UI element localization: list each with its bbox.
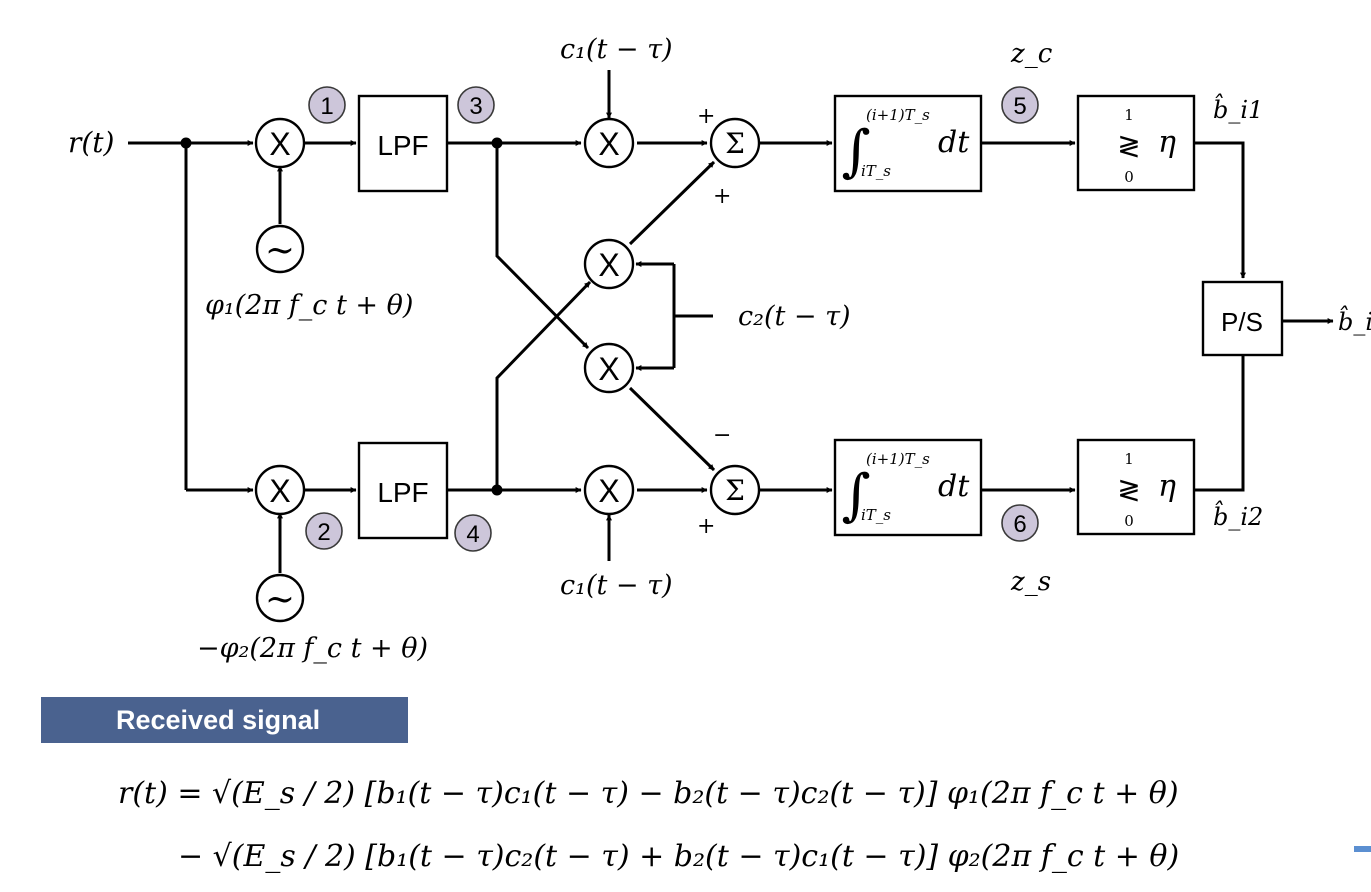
lpf-top: LPF: [357, 94, 449, 193]
svg-text:X: X: [598, 473, 619, 509]
decision-top: 1 ≷ 0 η: [1076, 94, 1196, 192]
svg-text:X: X: [598, 351, 619, 387]
badge-3: 3: [457, 86, 495, 124]
zs-label: z_s: [1010, 567, 1051, 597]
svg-text:X: X: [598, 247, 619, 283]
svg-text:1: 1: [1124, 106, 1134, 124]
code2-label: c₂(t − τ): [738, 301, 851, 332]
carrier-top-label: φ₁(2π f_c t + θ): [205, 290, 413, 321]
junction-dot: [491, 484, 503, 496]
sign-bottom-minus: −: [713, 423, 731, 448]
mixer-top: X: [254, 117, 306, 169]
mixer-bottom: X: [254, 464, 306, 516]
code1-top-label: c₁(t − τ): [560, 34, 673, 65]
svg-text:X: X: [269, 473, 290, 509]
code-mixer-bottom: X: [583, 464, 635, 516]
decision-bottom: 1 ≷ 0 η: [1076, 438, 1196, 536]
equation-line-1: r(t) = √(E_s / 2) [b₁(t − τ)c₁(t − τ) − …: [118, 776, 1179, 811]
svg-text:(i+1)T_s: (i+1)T_s: [866, 106, 930, 124]
svg-text:dt: dt: [938, 125, 970, 160]
svg-text:~: ~: [265, 579, 295, 620]
summer-top: Σ: [709, 117, 761, 169]
svg-text:X: X: [598, 126, 619, 162]
svg-text:1: 1: [320, 93, 333, 120]
svg-text:4: 4: [466, 521, 479, 548]
svg-text:3: 3: [469, 93, 482, 120]
sign-top-plus-1: +: [697, 104, 715, 129]
svg-text:~: ~: [265, 230, 295, 271]
input-label: r(t): [68, 126, 114, 159]
oscillator-top: ~: [255, 224, 305, 274]
svg-text:Σ: Σ: [725, 127, 745, 160]
badge-5: 5: [1001, 86, 1039, 124]
svg-text:η: η: [1158, 469, 1176, 504]
junction-dot: [491, 137, 503, 149]
carrier-bottom-label: −φ₂(2π f_c t + θ): [197, 633, 428, 664]
integrator-bottom: ∫ (i+1)T_s iT_s dt: [833, 438, 983, 537]
zc-label: z_c: [1010, 39, 1053, 69]
parallel-to-serial-block: P/S: [1201, 280, 1284, 357]
badge-2: 2: [305, 512, 343, 550]
code-mixer-top: X: [583, 117, 635, 169]
cross-mixer-lower: X: [583, 342, 635, 394]
code1-bottom-label: c₁(t − τ): [560, 570, 673, 601]
summer-bottom: Σ: [709, 464, 761, 516]
svg-text:∫: ∫: [841, 119, 870, 184]
oscillator-bottom: ~: [255, 573, 305, 623]
junction-dot: [180, 137, 192, 149]
svg-text:≷: ≷: [1117, 473, 1140, 506]
svg-text:≷: ≷: [1117, 129, 1140, 162]
svg-text:LPF: LPF: [377, 477, 428, 508]
integrator-top: ∫ (i+1)T_s iT_s dt: [833, 94, 983, 193]
badge-4: 4: [454, 514, 492, 552]
sign-bottom-plus: +: [697, 514, 715, 539]
svg-text:6: 6: [1013, 511, 1026, 538]
lpf-bottom: LPF: [357, 441, 449, 540]
badge-1: 1: [308, 86, 346, 124]
svg-text:∫: ∫: [841, 463, 870, 528]
cross-mixer-upper: X: [583, 238, 635, 290]
section-header: Received signal: [41, 697, 408, 743]
svg-text:dt: dt: [938, 469, 970, 504]
bhat-i-label: b̂_i: [1338, 305, 1371, 336]
svg-text:(i+1)T_s: (i+1)T_s: [866, 450, 930, 468]
svg-text:η: η: [1158, 125, 1176, 160]
wires: [128, 70, 1334, 573]
badge-6: 6: [1001, 504, 1039, 542]
corner-accent-mark: [1354, 846, 1371, 852]
svg-text:X: X: [269, 126, 290, 162]
svg-text:Σ: Σ: [725, 474, 745, 507]
svg-text:1: 1: [1124, 450, 1134, 468]
svg-text:5: 5: [1013, 93, 1026, 120]
equation-line-2: − √(E_s / 2) [b₁(t − τ)c₂(t − τ) + b₂(t …: [178, 839, 1179, 874]
svg-text:iT_s: iT_s: [861, 162, 891, 180]
bhat-i1-label: b̂_i1: [1213, 93, 1263, 124]
section-header-label: Received signal: [116, 704, 321, 735]
svg-text:iT_s: iT_s: [861, 506, 891, 524]
svg-text:LPF: LPF: [377, 130, 428, 161]
svg-text:0: 0: [1124, 512, 1134, 530]
svg-text:2: 2: [317, 519, 330, 546]
sign-top-plus-2: +: [713, 184, 731, 209]
svg-text:0: 0: [1124, 168, 1134, 186]
bhat-i2-label: b̂_i2: [1213, 500, 1263, 531]
svg-text:P/S: P/S: [1221, 307, 1263, 337]
